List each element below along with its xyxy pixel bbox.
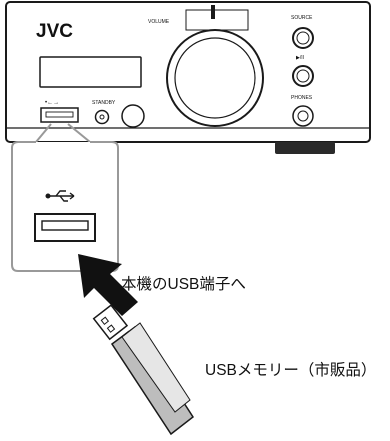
zoom-box (11, 141, 119, 272)
volume-knob-inner (174, 37, 256, 119)
standby-label: STANDBY (92, 100, 116, 106)
usb-port-large-slot (41, 220, 89, 231)
volume-indicator (211, 5, 215, 19)
usb-icon (45, 190, 75, 202)
insert-arrow (78, 254, 138, 316)
usb-memory-stick (92, 304, 195, 436)
zoom-line-left (35, 123, 52, 143)
insert-arrow-shape (78, 254, 138, 316)
usb-plug-hole-1 (100, 316, 110, 325)
play-pause-button-inner (296, 69, 310, 83)
standby-led (99, 114, 105, 120)
audio-device: JVC VOLUME •←→ STANDBY SOURCE ▶/II PHONE… (5, 1, 371, 154)
usb-port-small-slot (45, 111, 74, 118)
usb-port-large[interactable] (34, 213, 96, 242)
standby-button[interactable] (94, 109, 110, 125)
usb-port-callout: 本機のUSB端子へ (121, 275, 246, 293)
phones-jack-inner (297, 110, 309, 122)
usb-plug-hole-2 (106, 324, 116, 333)
phones-jack[interactable] (292, 105, 314, 127)
brand-logo: JVC (36, 21, 73, 42)
usb-stick-seam (119, 330, 130, 339)
usb-plug (92, 304, 129, 341)
volume-label: VOLUME (148, 19, 170, 25)
source-label: SOURCE (291, 15, 313, 21)
right-foot (275, 142, 335, 154)
play-pause-button[interactable] (292, 65, 314, 87)
source-button[interactable] (292, 27, 314, 49)
usb-memory-callout: USBメモリー（市販品） (205, 361, 376, 379)
usb-port-small[interactable] (40, 107, 79, 123)
usb-stick-cap (121, 322, 191, 413)
round-button[interactable] (121, 104, 145, 128)
source-button-inner (296, 31, 310, 45)
display-window (39, 56, 142, 88)
play-pause-label: ▶/II (296, 55, 304, 61)
phones-label: PHONES (291, 95, 313, 101)
usb-symbol-small: •←→ (45, 100, 59, 106)
usb-port-zoom (11, 123, 119, 272)
volume-knob[interactable] (166, 29, 264, 127)
zoom-line-right (67, 123, 91, 143)
